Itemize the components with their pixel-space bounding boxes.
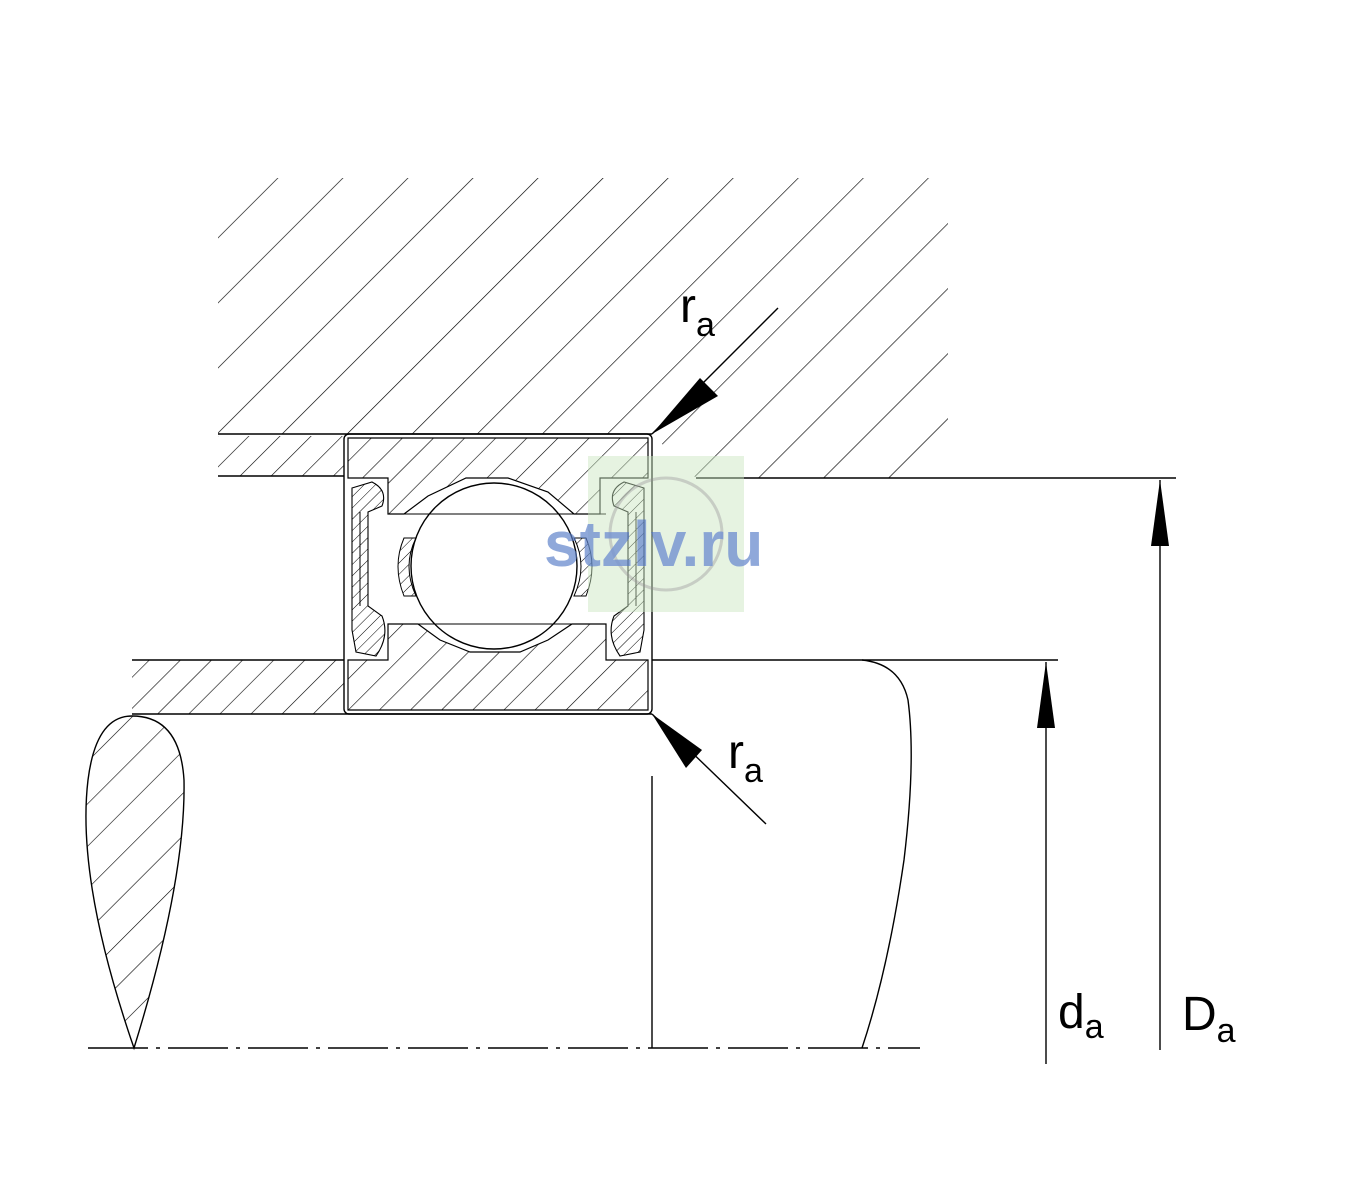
watermark-text: stzlv.ru bbox=[544, 508, 763, 580]
label-da-sub: a bbox=[1085, 1008, 1104, 1046]
watermark-logo-ring bbox=[608, 476, 724, 592]
cage-right bbox=[573, 537, 593, 597]
shaft-shoulder-section bbox=[132, 660, 344, 714]
inner-ring-section bbox=[347, 623, 649, 711]
teardrop-section bbox=[85, 715, 185, 1051]
watermark: stzlv.ru bbox=[544, 456, 763, 612]
label-da-main: d bbox=[1058, 986, 1085, 1039]
Da-arrowhead bbox=[1151, 480, 1169, 546]
watermark-logo bbox=[588, 456, 744, 612]
shaft bbox=[88, 659, 1058, 1049]
label-ra-bottom: ra bbox=[728, 726, 763, 790]
bearing bbox=[343, 433, 653, 715]
rolling-ball bbox=[410, 482, 578, 650]
label-ra-top-sub: a bbox=[696, 306, 715, 344]
label-Da-sub: a bbox=[1217, 1012, 1236, 1050]
shaft-fillet-profile bbox=[861, 659, 912, 1049]
bearing-outline bbox=[343, 433, 653, 715]
cage-left bbox=[397, 537, 417, 597]
label-Da-main: D bbox=[1182, 988, 1217, 1041]
label-da: da bbox=[1058, 986, 1104, 1046]
label-ra-bottom-main: r bbox=[728, 726, 744, 779]
ra-bottom-leader bbox=[651, 713, 767, 825]
label-Da: Da bbox=[1182, 988, 1236, 1050]
label-ra-bottom-sub: a bbox=[744, 752, 763, 790]
shaft-end-section bbox=[85, 715, 185, 1051]
da-dimension bbox=[1037, 662, 1055, 1064]
housing bbox=[218, 178, 948, 479]
housing-section bbox=[218, 178, 948, 478]
ra-top-leader bbox=[651, 307, 779, 435]
da-arrowhead bbox=[1037, 662, 1055, 728]
label-ra-top-main: r bbox=[680, 280, 696, 333]
ra-top-arrowhead bbox=[652, 378, 718, 434]
ra-bottom-arrowhead bbox=[652, 714, 702, 768]
outer-ring-section bbox=[347, 437, 649, 515]
Da-dimension bbox=[948, 477, 1176, 1050]
label-ra-top: ra bbox=[680, 280, 715, 344]
housing-shoulder bbox=[218, 436, 344, 476]
seal-left bbox=[351, 481, 386, 657]
